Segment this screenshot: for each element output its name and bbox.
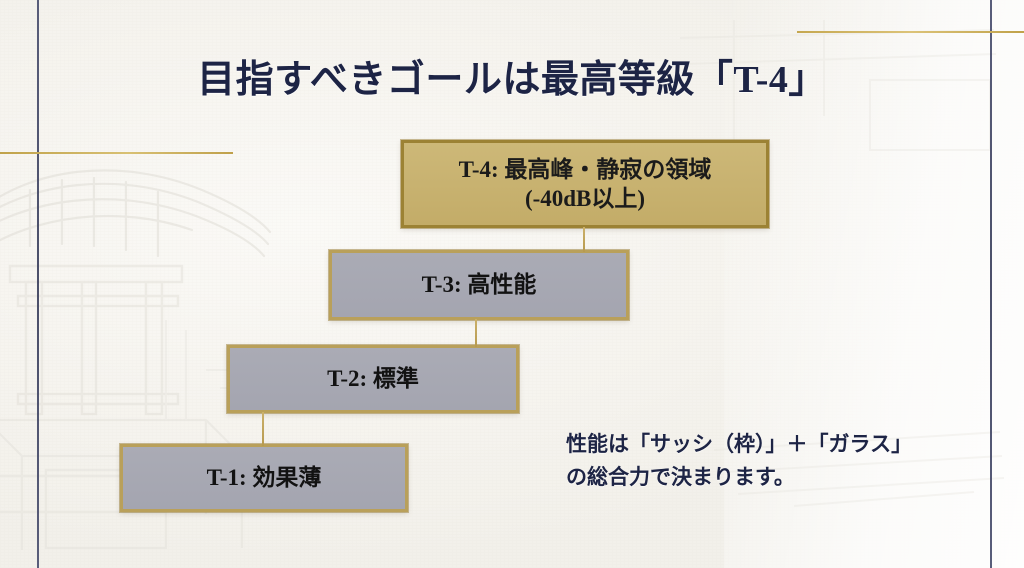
right-vertical-rule bbox=[990, 0, 992, 568]
tier-box-t1: T-1: 効果薄 bbox=[119, 443, 409, 513]
side-annotation: 性能は「サッシ（枠）」＋「ガラス」 の総合力で決まります。 bbox=[566, 428, 966, 493]
background-right-wash bbox=[724, 0, 1024, 568]
tier-box-t3: T-3: 高性能 bbox=[328, 249, 630, 321]
tier-t4-line1: T-4: 最高峰・静寂の領域 bbox=[458, 156, 712, 182]
tier-box-t4: T-4: 最高峰・静寂の領域 (-40dB以上) bbox=[400, 139, 770, 229]
side-annotation-line1: 性能は「サッシ（枠）」＋「ガラス」 bbox=[566, 432, 913, 456]
tier-t2-label: T-2: 標準 bbox=[327, 366, 419, 392]
side-annotation-line2: の総合力で決まります。 bbox=[566, 464, 795, 489]
tier-t3-label: T-3: 高性能 bbox=[421, 272, 537, 298]
connector-t4-t3 bbox=[583, 227, 585, 252]
tier-t4-line2: (-40dB以上) bbox=[524, 186, 646, 211]
tier-t1-label: T-1: 効果薄 bbox=[206, 465, 322, 491]
tier-box-t2: T-2: 標準 bbox=[226, 344, 520, 414]
left-vertical-rule bbox=[37, 0, 39, 568]
connector-t3-t2 bbox=[475, 319, 477, 347]
connector-t2-t1 bbox=[262, 412, 264, 446]
slide-title: 目指すべきゴールは最高等級「T-4」 bbox=[197, 59, 827, 101]
right-gold-rule bbox=[797, 31, 1024, 33]
left-gold-rule bbox=[0, 152, 233, 154]
